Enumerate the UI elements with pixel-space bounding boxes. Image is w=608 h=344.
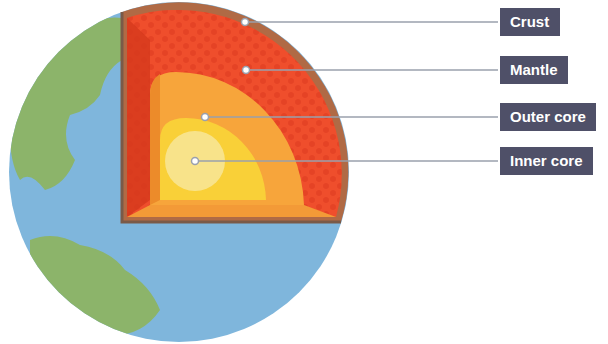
label-tag: Inner core (500, 147, 593, 175)
leader-dots (192, 19, 250, 165)
layer-name: Outer core (510, 108, 586, 126)
leader-lines (199, 22, 498, 161)
label-tag: Crust (500, 8, 560, 36)
layer-name: Crust (510, 13, 550, 31)
outer-core-layer (150, 72, 304, 205)
ocean (9, 2, 349, 342)
continents (10, 18, 160, 336)
mantle-layer (127, 10, 342, 217)
layer-name: Inner core (510, 152, 583, 170)
inner-core-layer (160, 118, 266, 200)
crust-layer (122, 2, 348, 222)
label-tag: Outer core (500, 103, 596, 131)
layer-name: Mantle (510, 61, 558, 79)
label-tag: Mantle (500, 56, 568, 84)
